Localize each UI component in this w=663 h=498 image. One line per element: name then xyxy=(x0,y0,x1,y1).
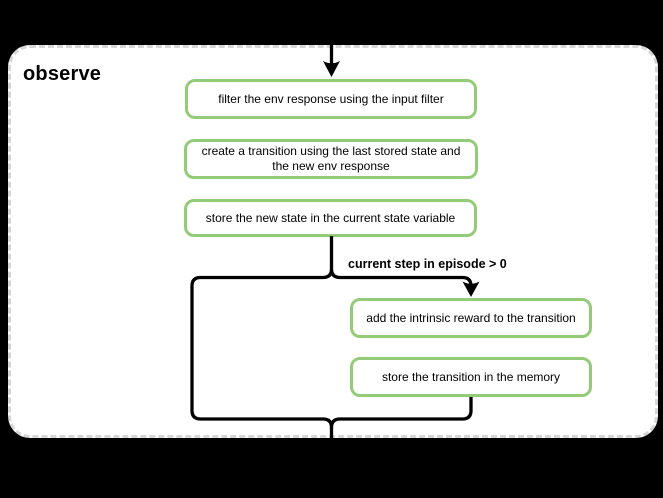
node-label: store the transition in the memory xyxy=(381,369,561,384)
node-add-intrinsic-reward: add the intrinsic reward to the transiti… xyxy=(350,298,592,338)
node-filter-env-response: filter the env response using the input … xyxy=(185,79,477,119)
group-title: observe xyxy=(23,63,102,85)
node-create-transition: create a transition using the last store… xyxy=(184,139,478,179)
node-label: add the intrinsic reward to the transiti… xyxy=(366,310,576,325)
node-store-transition: store the transition in the memory xyxy=(350,357,592,397)
node-label: create a transition using the last store… xyxy=(201,144,461,173)
node-label: filter the env response using the input … xyxy=(218,91,444,106)
node-store-new-state: store the new state in the current state… xyxy=(184,199,477,237)
condition-label: current step in episode > 0 xyxy=(348,257,507,271)
node-label: store the new state in the current state… xyxy=(205,210,456,225)
